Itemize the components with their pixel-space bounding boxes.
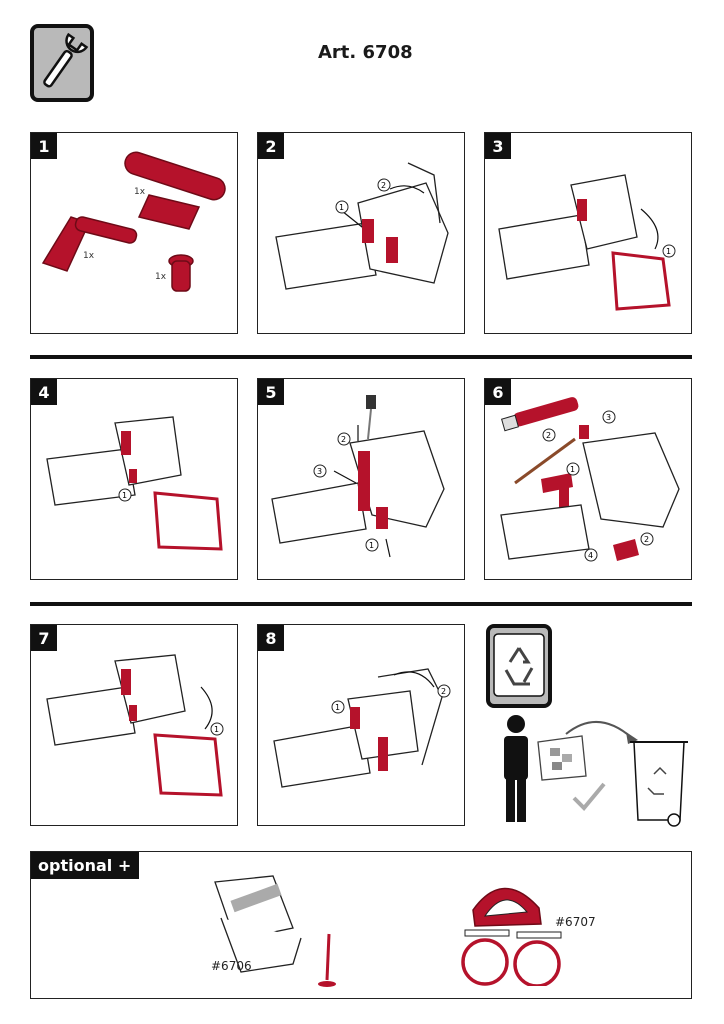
step-panel-7: 7 1 [30, 624, 238, 826]
step-illustration: 1 2 [275, 162, 449, 290]
callout-number: 1 [122, 491, 127, 500]
step-number: 1 [31, 133, 57, 159]
callout-number: 1 [214, 725, 219, 734]
section-divider [30, 602, 692, 606]
step-panel-5: 5 2 3 1 [257, 378, 465, 580]
step-panel-3: 3 1 [484, 132, 692, 334]
part-number-label: #6706 [211, 959, 252, 973]
step-illustration: 1 [46, 416, 223, 551]
wrench-icon [43, 32, 89, 88]
callout-number: 2 [341, 435, 346, 444]
step-panel-4: 4 1 [30, 378, 238, 580]
callout-number: 2 [546, 431, 551, 440]
quantity-label: 1x [83, 251, 95, 261]
callout-number: 1 [339, 203, 344, 212]
page-title: Art. 6708 [318, 42, 413, 63]
accessory-6707-illustration [461, 887, 562, 986]
callout-number: 3 [317, 467, 322, 476]
step-illustration: 1 2 [273, 668, 451, 788]
recycle-icon-box [486, 624, 552, 708]
step-illustration: 1 [498, 174, 676, 311]
step-number: 4 [31, 379, 57, 405]
recycling-illustration [504, 715, 688, 827]
step-panel-2: 2 1 2 [257, 132, 465, 334]
callout-number: 2 [381, 181, 386, 190]
recycle-icon [493, 633, 545, 697]
callout-number: 1 [570, 465, 575, 474]
step-number: 5 [258, 379, 284, 405]
step-number: 3 [485, 133, 511, 159]
step-number: 7 [31, 625, 57, 651]
optional-label: optional + [31, 852, 140, 879]
step-illustration: 2 3 1 4 2 [500, 397, 680, 562]
step-illustration: 1 [46, 654, 224, 797]
part-number-label: #6707 [555, 915, 596, 929]
callout-number: 2 [644, 535, 649, 544]
step-number: 2 [258, 133, 284, 159]
step-panel-1: 1 1x 1x 1x [30, 132, 238, 334]
section-divider [30, 355, 692, 359]
parts-illustration [41, 151, 226, 292]
quantity-label: 1x [134, 187, 146, 197]
callout-number: 1 [335, 703, 340, 712]
accessory-6706-illustration [214, 875, 336, 987]
optional-accessories-section: optional + #6706 #6707 [30, 851, 692, 999]
callout-number: 1 [666, 247, 671, 256]
step-illustration: 2 3 1 [271, 395, 445, 558]
step-number: 6 [485, 379, 511, 405]
callout-number: 2 [441, 687, 446, 696]
wrench-icon-box [30, 24, 94, 102]
step-number: 8 [258, 625, 284, 651]
step-panel-6: 6 2 3 1 4 2 [484, 378, 692, 580]
callout-number: 1 [369, 541, 374, 550]
step-panel-8: 8 1 2 [257, 624, 465, 826]
callout-number: 4 [588, 551, 593, 560]
callout-number: 3 [606, 413, 611, 422]
quantity-label: 1x [155, 272, 167, 282]
